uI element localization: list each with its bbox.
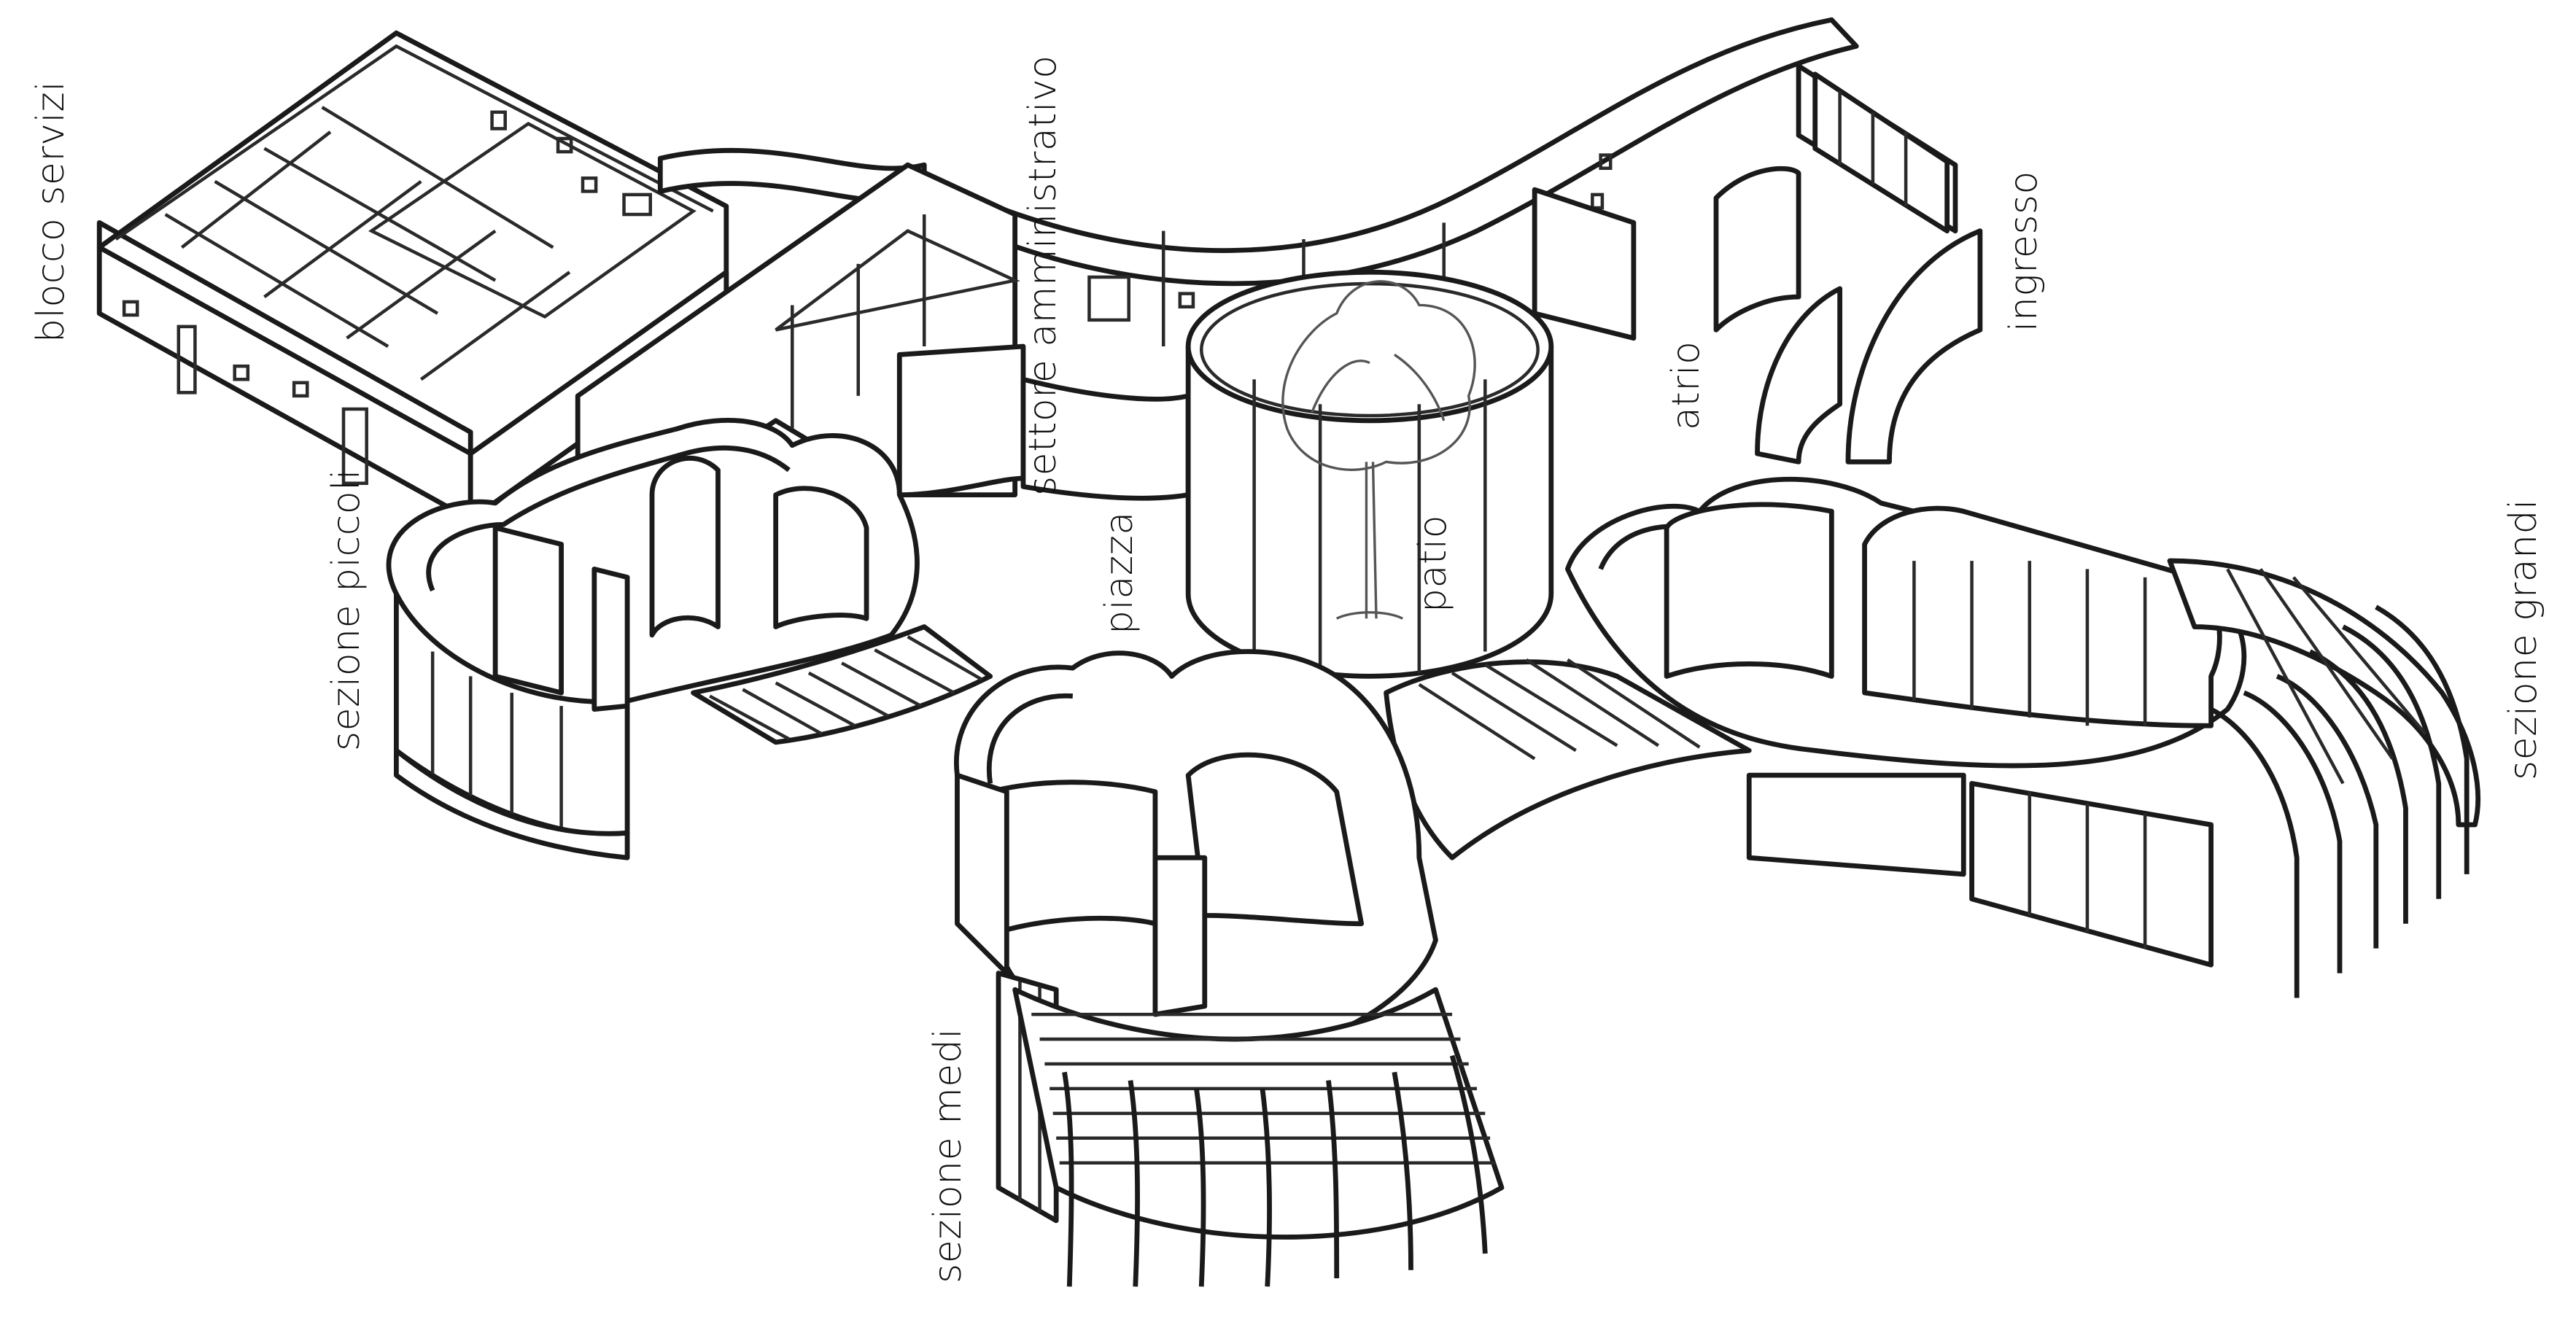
label-sezione-medi: sezione medi	[926, 1027, 970, 1283]
entrance-wing	[1713, 63, 1983, 465]
pod-grandi	[1384, 476, 2480, 998]
label-settore-amministrativo: settore amministrativo	[1021, 55, 1065, 496]
tree-icon	[1281, 280, 1476, 620]
label-sezione-piccoli: sezione piccoli	[325, 469, 368, 751]
pod-piccoli-glazing	[394, 747, 630, 860]
pergola-medi	[1012, 987, 1505, 1287]
pod-piccoli	[386, 417, 920, 838]
admin-sector	[575, 17, 1859, 501]
label-piazza: piazza	[1098, 511, 1141, 634]
pergola-piazza	[691, 624, 993, 745]
patio-cylinder	[1185, 269, 1554, 679]
label-atrio: atrio	[1664, 341, 1708, 430]
label-sezione-grandi: sezione grandi	[2502, 499, 2545, 780]
label-blocco-servizi: blocco servizi	[29, 80, 73, 343]
label-ingresso: ingresso	[2002, 171, 2046, 332]
label-patio: patio	[1411, 514, 1455, 613]
